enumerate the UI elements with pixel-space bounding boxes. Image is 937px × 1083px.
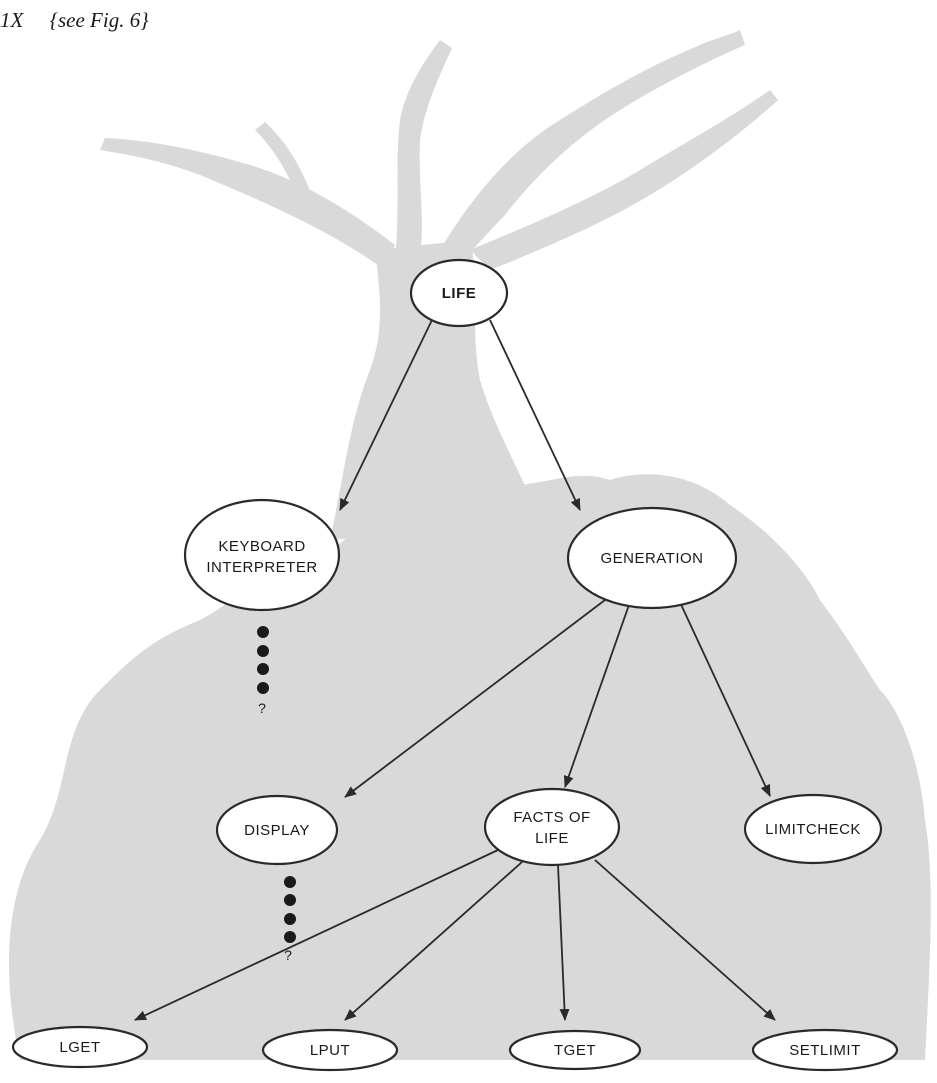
tree-branch-left-sub — [255, 122, 312, 205]
edge-generation-facts — [563, 601, 631, 788]
dot — [284, 894, 296, 906]
node-generation-label: GENERATION — [600, 550, 703, 567]
tree-branch-right — [470, 90, 778, 270]
node-life: LIFE — [409, 258, 509, 328]
tree-canopy-shape — [8, 474, 931, 1060]
edge-facts-lput — [344, 861, 523, 1021]
tree-branch-left — [100, 138, 395, 270]
node-limitcheck: LIMITCHECK — [743, 793, 883, 865]
node-facts-label-line2: LIFE — [535, 830, 569, 847]
node-generation: GENERATION — [566, 506, 738, 610]
node-facts-of-life: FACTS OF LIFE — [483, 787, 621, 867]
edges — [134, 319, 776, 1021]
edge-life-generation — [489, 319, 581, 511]
node-keyboard-interpreter: KEYBOARD INTERPRETER — [183, 498, 341, 612]
continuation-question-mark: ? — [258, 700, 266, 716]
node-lget: LGET — [11, 1025, 149, 1069]
edge-generation-display — [344, 599, 606, 798]
node-tget-label: TGET — [554, 1042, 596, 1059]
tree-trunk-shape — [330, 240, 540, 540]
node-display: DISPLAY — [215, 794, 339, 866]
node-display-label: DISPLAY — [244, 822, 310, 839]
dot — [284, 913, 296, 925]
tree-silhouette — [8, 30, 931, 1060]
dot — [257, 682, 269, 694]
dot — [257, 645, 269, 657]
tree-branch-center — [440, 30, 745, 265]
node-setlimit-label: SETLIMIT — [789, 1042, 861, 1059]
node-keyboard-label-line1: KEYBOARD — [218, 538, 305, 555]
continuation-question-mark: ? — [284, 947, 292, 963]
tree-branch-center-left — [395, 40, 452, 260]
continuation-dots-keyboard: ? — [257, 626, 269, 716]
node-limitcheck-label: LIMITCHECK — [765, 821, 861, 838]
node-setlimit: SETLIMIT — [751, 1028, 899, 1072]
edge-facts-setlimit — [594, 859, 776, 1021]
node-life-label: LIFE — [442, 285, 477, 302]
edge-life-keyboard — [339, 319, 433, 511]
edge-facts-tget — [557, 864, 570, 1021]
node-tget: TGET — [508, 1029, 642, 1071]
continuation-dots-display: ? — [284, 876, 296, 963]
node-facts-label-line1: FACTS OF — [513, 809, 590, 826]
edge-facts-lget — [134, 849, 499, 1021]
dot — [257, 626, 269, 638]
edge-generation-limitcheck — [677, 597, 771, 797]
dot — [257, 663, 269, 675]
figure-caption: 1X {see Fig. 6} — [0, 8, 149, 32]
node-lput: LPUT — [261, 1028, 399, 1072]
node-lget-label: LGET — [59, 1039, 100, 1056]
node-keyboard-label-line2: INTERPRETER — [206, 559, 317, 576]
dot — [284, 876, 296, 888]
dot — [284, 931, 296, 943]
node-lput-label: LPUT — [310, 1042, 350, 1059]
